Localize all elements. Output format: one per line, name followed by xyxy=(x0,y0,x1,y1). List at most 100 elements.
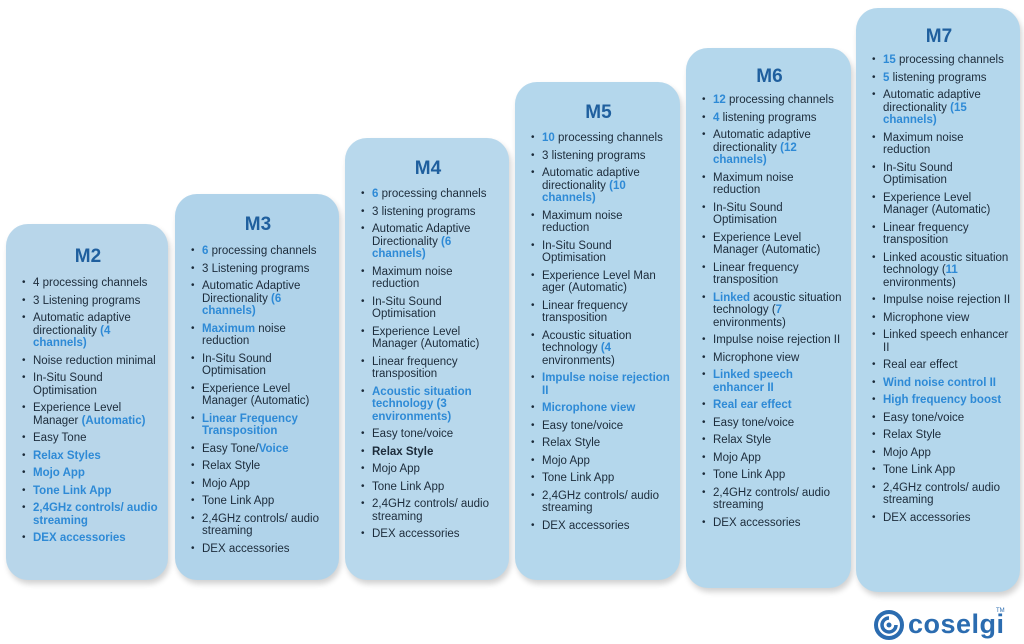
feature-text: Relax Style xyxy=(883,429,942,441)
feature-item: Easy Tone/Voice xyxy=(191,442,331,456)
feature-item: Easy tone/voice xyxy=(361,428,501,441)
feature-text: 15 xyxy=(883,54,896,66)
feature-item: Linear frequency transposition xyxy=(872,222,1012,247)
feature-text: environments) xyxy=(883,276,956,289)
feature-text: (Automatic) xyxy=(81,414,146,427)
feature-item: 2,4GHz controls/ audio streaming xyxy=(191,513,331,538)
feature-item: 3 listening programs xyxy=(361,206,501,219)
feature-text: Tone Link App xyxy=(883,464,956,476)
feature-item: 4 listening programs xyxy=(702,111,843,125)
feature-item: Microphone view xyxy=(872,311,1012,325)
feature-text: Tone Link App xyxy=(372,480,445,493)
feature-item: 4 processing channels xyxy=(22,277,160,290)
feature-text: Microphone view xyxy=(883,311,970,324)
feature-text: (10 channels) xyxy=(542,179,626,205)
feature-item: 6 processing channels xyxy=(361,188,501,201)
feature-item: 12 processing channels xyxy=(702,94,843,107)
feature-text: (4 xyxy=(600,342,612,354)
feature-text: Automatic adaptive directionality xyxy=(542,167,640,192)
feature-text: 2,4GHz controls/ audio streaming xyxy=(542,489,659,515)
feature-text: 6 xyxy=(372,188,379,200)
feature-text: High frequency boost xyxy=(883,394,1002,406)
feature-item: DEX accessories xyxy=(702,516,843,530)
feature-text: Linear frequency transposition xyxy=(372,355,458,381)
feature-text: 5 xyxy=(883,71,890,84)
feature-item: DEX accessories xyxy=(361,528,501,541)
feature-item: Linear Frequency Transposition xyxy=(191,412,331,438)
feature-text: Mojo App xyxy=(202,477,250,490)
feature-item: Real ear effect xyxy=(702,399,843,412)
feature-text: (6 channels) xyxy=(372,235,452,261)
feature-item: Acoustic situation technology (3 environ… xyxy=(361,386,501,424)
feature-text: environments) xyxy=(713,316,786,329)
feature-item: Maximum noise reduction xyxy=(361,266,501,291)
feature-text: Maximum noise reduction xyxy=(883,131,964,157)
feature-item: High frequency boost xyxy=(872,394,1012,407)
model-title: M7 xyxy=(925,26,953,47)
feature-text: (4 channels) xyxy=(33,324,111,350)
feature-text: Real ear effect xyxy=(713,399,792,411)
feature-list: 6 processing channels3 Listening program… xyxy=(185,245,331,555)
feature-item: Tone Link App xyxy=(531,472,672,485)
feature-text: Microphone view xyxy=(713,351,800,364)
feature-item: In-Situ Sound Optimisation xyxy=(702,201,843,227)
feature-text: (12 channels) xyxy=(713,141,797,167)
model-card-m2: M2 4 processing channels3 Listening prog… xyxy=(6,224,168,580)
feature-text: Experience Level Man ager (Automatic) xyxy=(542,269,656,295)
model-card-m4: M4 6 processing channels3 listening prog… xyxy=(345,138,509,580)
feature-text: Mojo App xyxy=(713,451,761,464)
feature-item: Impulse noise rejection II xyxy=(531,372,672,397)
feature-text: noise reduction xyxy=(202,322,286,348)
feature-text: 2,4GHz controls/ audio streaming xyxy=(883,481,1000,507)
feature-text: processing channels xyxy=(378,188,487,200)
feature-item: Mojo App xyxy=(531,455,672,468)
model-title: M3 xyxy=(244,214,272,235)
feature-item: Automatic adaptive directionality (10 ch… xyxy=(531,167,672,205)
feature-text: Experience Level Manager (Automatic) xyxy=(883,191,991,217)
feature-item: 6 processing channels xyxy=(191,245,331,258)
feature-text: 4 processing channels xyxy=(33,277,148,289)
feature-text: Relax Style xyxy=(372,445,434,458)
feature-item: 5 listening programs xyxy=(872,71,1012,85)
feature-text: Relax Style xyxy=(713,434,772,446)
feature-item: Automatic adaptive directionality (12 ch… xyxy=(702,129,843,167)
feature-text: Maximum xyxy=(202,322,256,335)
feature-text: listening programs xyxy=(719,111,817,124)
feature-text: Mojo App xyxy=(33,467,85,479)
feature-text: In-Situ Sound Optimisation xyxy=(883,161,953,187)
feature-text: Easy Tone/ xyxy=(202,442,259,455)
feature-item: 3 listening programs xyxy=(531,150,672,163)
feature-text: Linked speech enhancer II xyxy=(883,329,1009,354)
feature-item: Mojo App xyxy=(361,463,501,476)
feature-item: 10 processing channels xyxy=(531,132,672,145)
feature-text: In-Situ Sound Optimisation xyxy=(713,201,783,227)
feature-text: Linked xyxy=(713,291,751,304)
feature-list: 10 processing channels 3 listening progra… xyxy=(525,132,672,532)
feature-text: 7 xyxy=(775,304,783,316)
feature-text: 2,4GHz controls/ audio streaming xyxy=(33,502,158,527)
feature-item: Microphone view xyxy=(702,351,843,365)
feature-item: Relax Style xyxy=(361,445,501,459)
feature-text: Relax Styles xyxy=(33,449,101,462)
feature-item: 3 Listening programs xyxy=(22,295,160,308)
feature-item: Experience Level Manager (Automatic) xyxy=(361,325,501,351)
feature-item: Experience Level Manager (Automatic) xyxy=(191,383,331,408)
feature-text: Relax Style xyxy=(202,460,261,472)
feature-text: DEX accessories xyxy=(33,532,126,544)
feature-list: 6 processing channels 3 listening program… xyxy=(355,188,501,541)
feature-text: Easy tone/voice xyxy=(542,419,624,432)
feature-text: Experience Level Manager (Automatic) xyxy=(372,325,480,351)
feature-text: DEX accessories xyxy=(713,516,801,529)
feature-item: Experience Level Manager (Automatic) xyxy=(22,402,160,427)
feature-text: Linear Frequency Transposition xyxy=(202,412,298,438)
feature-text: Linked speech enhancer II xyxy=(713,369,793,394)
feature-item: DEX accessories xyxy=(531,520,672,533)
feature-item: 15 processing channels xyxy=(872,54,1012,67)
feature-item: Automatic Adaptive Directionality (6 cha… xyxy=(361,223,501,261)
feature-item: Tone Link App xyxy=(361,480,501,494)
feature-text: Easy Tone xyxy=(33,432,87,444)
feature-text: Linked acoustic situation technology ( xyxy=(883,251,1009,277)
feature-text: Easy tone/voice xyxy=(372,428,454,440)
feature-text: 10 xyxy=(542,132,555,144)
feature-item: In-Situ Sound Optimisation xyxy=(531,240,672,265)
